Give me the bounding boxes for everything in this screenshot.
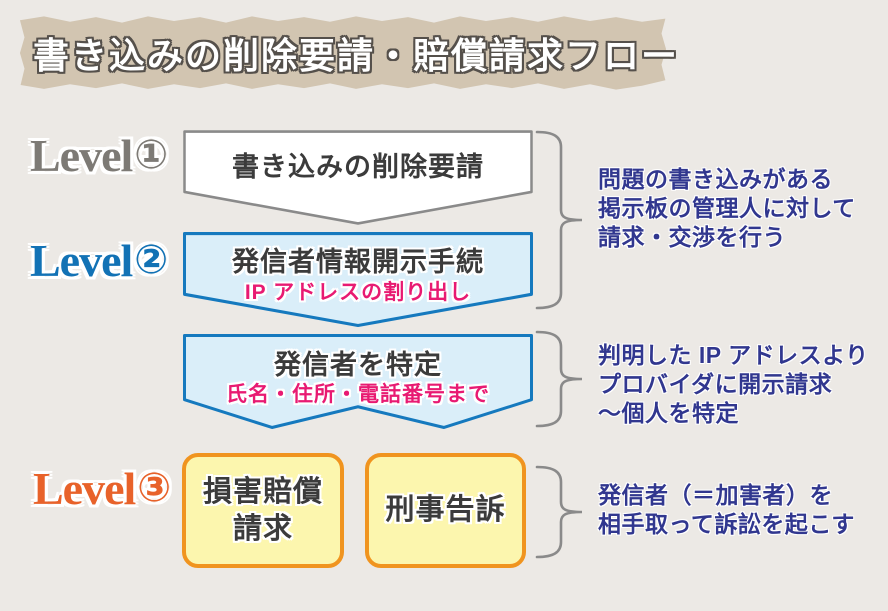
flow-box-title: 刑事告訴 — [385, 494, 506, 527]
annotation-line: ～個人を特定 — [598, 400, 739, 426]
level-3-number: ③ — [137, 465, 172, 511]
flow-box-title-line1: 損害賠償 — [202, 476, 323, 509]
flow-box-title: 発信者を特定 — [274, 350, 442, 380]
level-3-word: Level — [33, 463, 136, 514]
level-3-label: Level③ — [33, 466, 171, 512]
annotation-line: 請求・交渉を行う — [598, 224, 786, 250]
level-2-label: Level② — [30, 238, 168, 284]
chevron-shape-icon — [183, 130, 533, 225]
double-chevron-shape-icon — [183, 334, 533, 429]
flow-box-disclosure-procedure: 発信者情報開示手続 IP アドレスの割り出し — [183, 232, 533, 328]
level-1-word: Level — [30, 130, 133, 181]
flow-box-subtitle: IP アドレスの割り出し — [244, 281, 472, 304]
flow-box-title: 書き込みの削除要請 — [232, 152, 484, 182]
curly-brace-icon — [534, 329, 586, 429]
curly-brace-icon — [534, 129, 586, 311]
curly-brace-icon — [534, 464, 586, 560]
chevron-shape-icon — [183, 232, 533, 328]
annotation-level1-2: 問題の書き込みがある 掲示板の管理人に対して 請求・交渉を行う — [598, 165, 856, 252]
annotation-line: 相手取って訴訟を起こす — [598, 511, 855, 537]
level-2-number: ② — [134, 237, 169, 283]
annotation-identify: 判明した IP アドレスより プロバイダに開示請求 ～個人を特定 — [598, 341, 869, 428]
page-title: 書き込みの削除要請・賠償請求フロー — [33, 35, 680, 76]
annotation-line: 発信者（＝加害者）を — [598, 482, 833, 508]
flow-box-damages-claim: 損害賠償 請求 — [182, 453, 344, 568]
annotation-line: 判明した IP アドレスより — [598, 342, 869, 368]
flow-box-subtitle: 氏名・住所・電話番号まで — [226, 383, 490, 406]
level-2-word: Level — [30, 235, 133, 286]
level-1-number: ① — [134, 132, 169, 178]
flow-box-title-line2: 請求 — [232, 512, 293, 545]
flow-box-title: 発信者情報開示手続 — [232, 247, 484, 277]
flow-box-identify-sender: 発信者を特定 氏名・住所・電話番号まで — [183, 334, 533, 429]
annotation-line: 問題の書き込みがある — [598, 166, 833, 192]
annotation-line: プロバイダに開示請求 — [598, 371, 833, 397]
annotation-lawsuit: 発信者（＝加害者）を 相手取って訴訟を起こす — [598, 481, 855, 539]
title-banner — [19, 16, 667, 90]
flow-box-deletion-request: 書き込みの削除要請 — [183, 130, 533, 225]
level-1-label: Level① — [30, 133, 168, 179]
flow-box-criminal-complaint: 刑事告訴 — [365, 453, 526, 568]
annotation-line: 掲示板の管理人に対して — [598, 195, 856, 221]
